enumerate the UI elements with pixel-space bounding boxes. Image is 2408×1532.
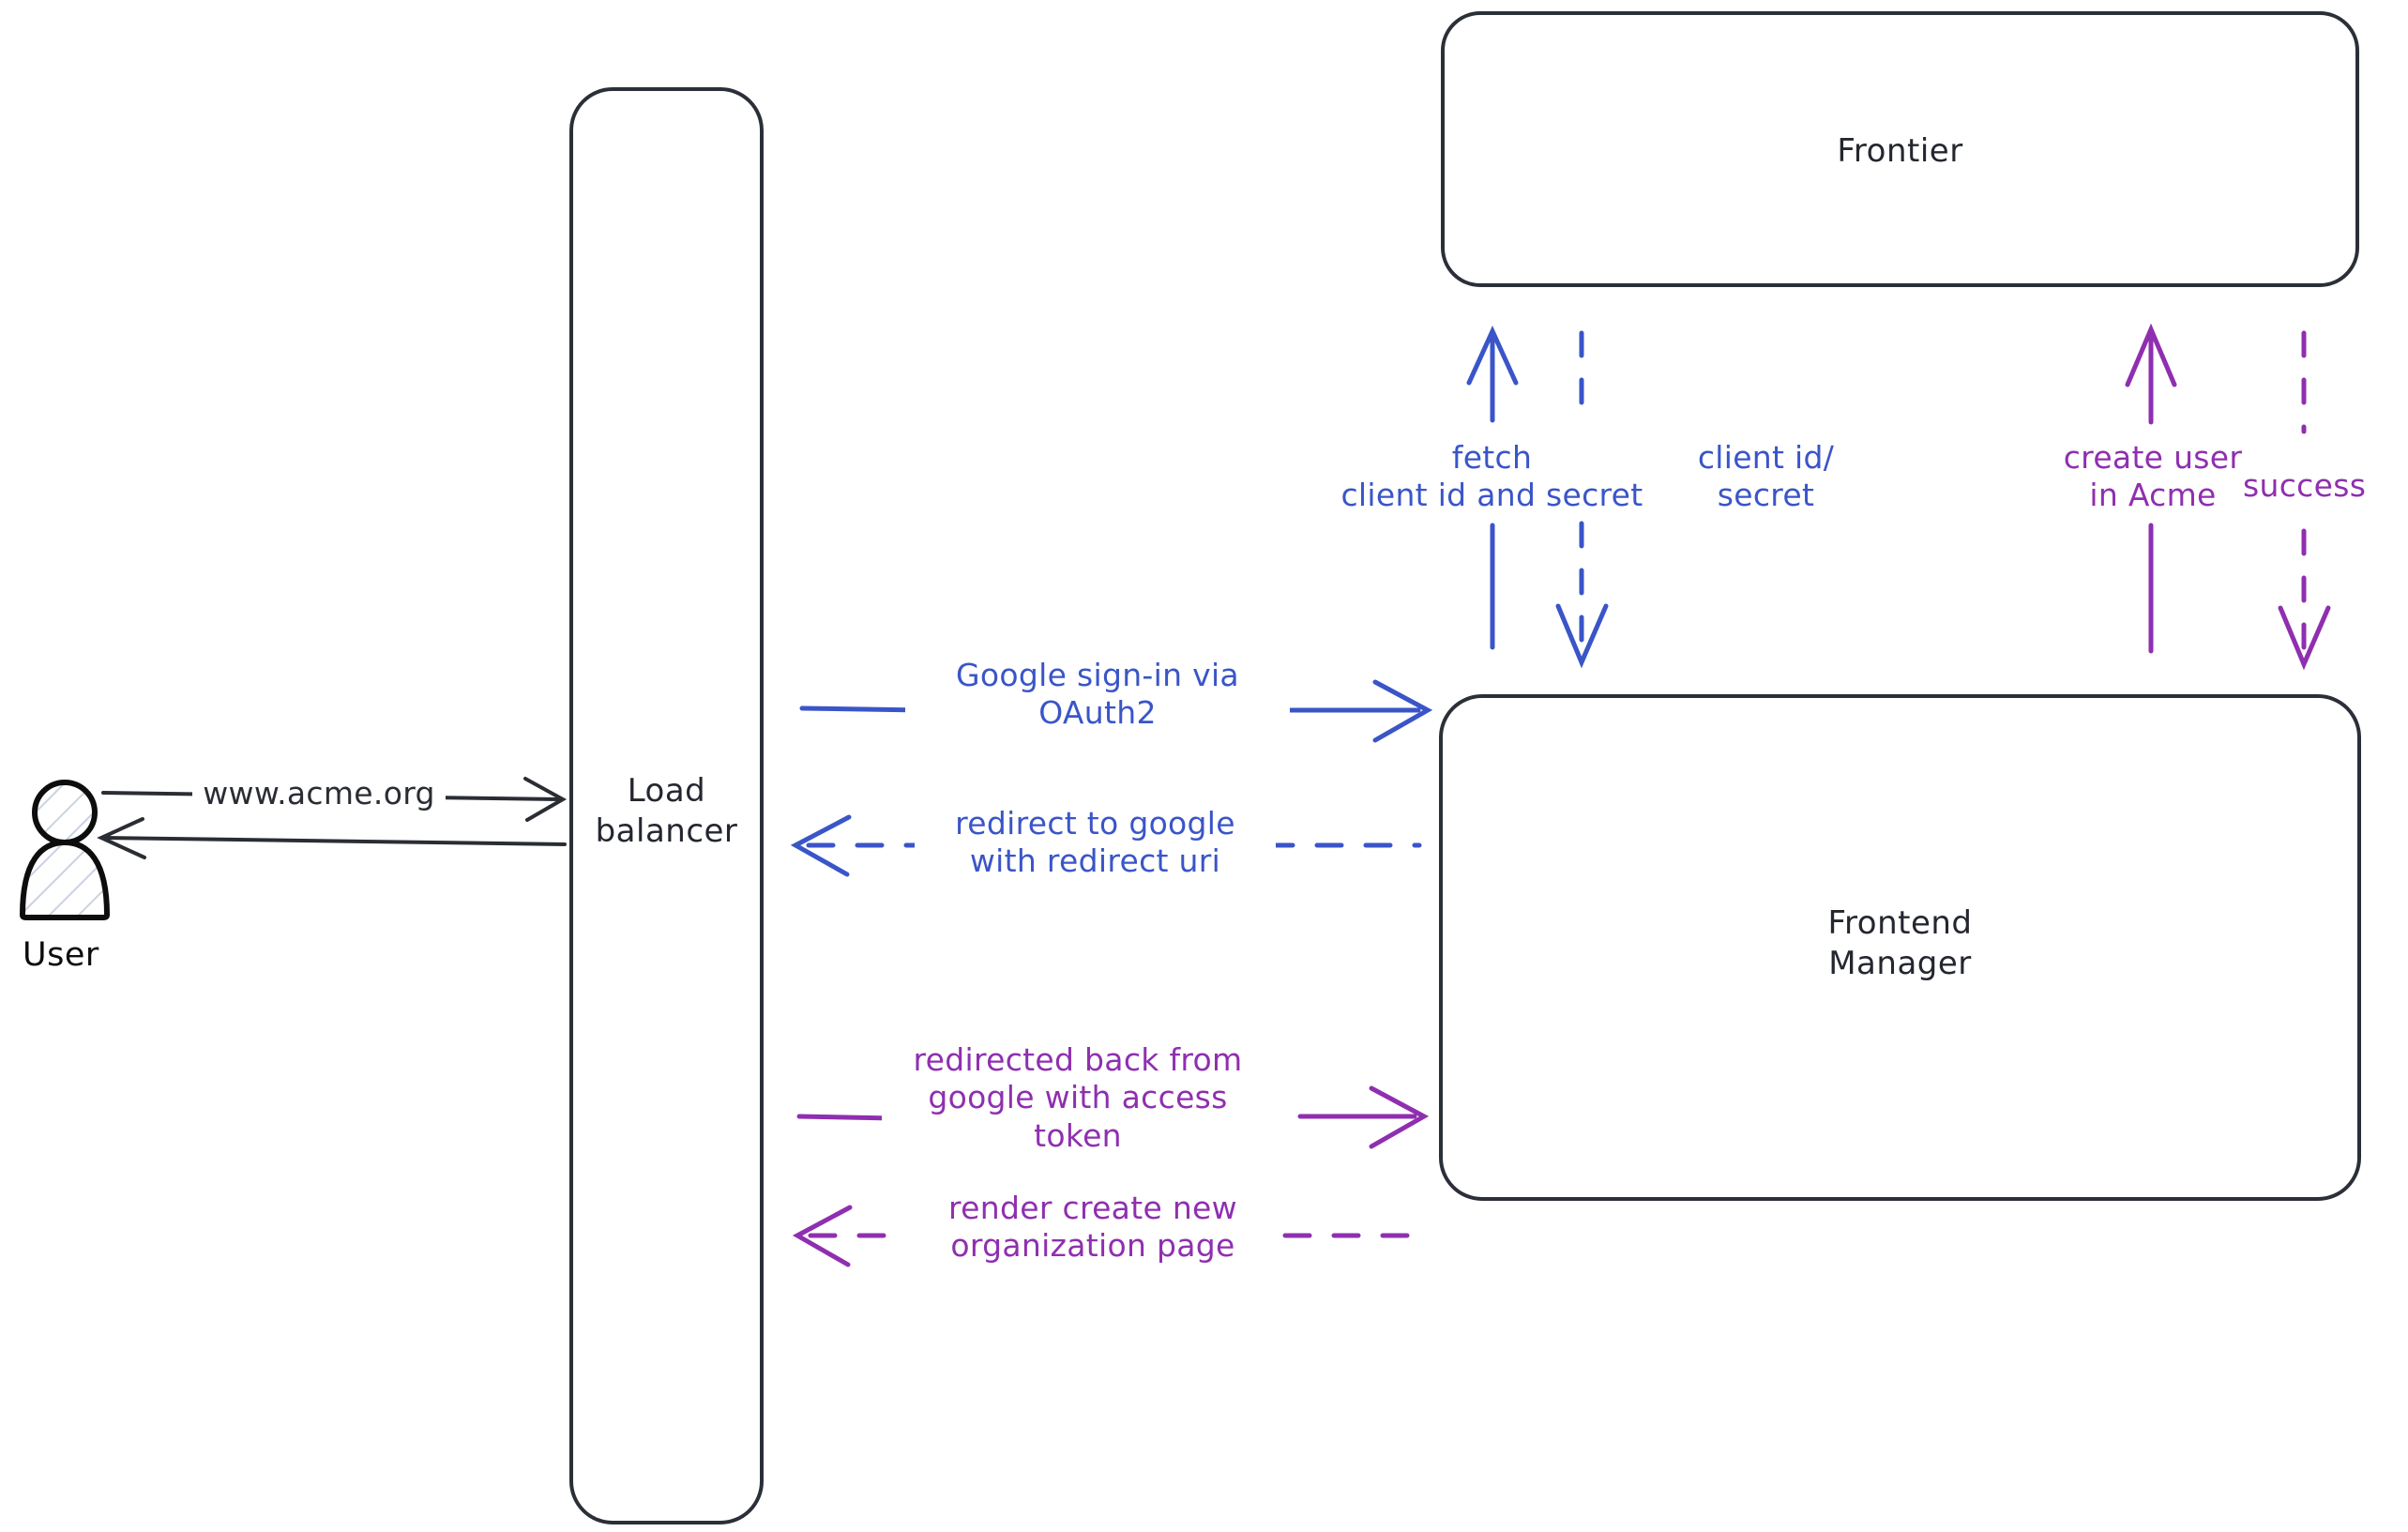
- edge-redirected-back-token: [796, 1085, 1430, 1149]
- edge-label-redirect-to-google: redirect to google with redirect uri: [915, 805, 1276, 881]
- node-load-balancer[interactable]: [569, 87, 764, 1524]
- edge-success: [2278, 330, 2331, 671]
- edge-label-client-id-secret: client id/ secret: [1697, 439, 1835, 514]
- user-actor-label: User: [23, 936, 99, 974]
- node-frontend-manager[interactable]: [1439, 694, 2361, 1201]
- edge-fetch-client-secret: [1466, 325, 1519, 650]
- edge-client-id-secret: [1555, 330, 1609, 669]
- node-frontier[interactable]: [1441, 11, 2359, 287]
- edge-label-google-signin: Google sign-in via OAuth2: [905, 657, 1290, 733]
- edge-label-render-create-org: render create new organization page: [905, 1190, 1280, 1266]
- edge-create-user-in-acme: [2125, 323, 2177, 654]
- edge-label-www-acme-org: www.acme.org: [192, 775, 446, 813]
- edge-label-create-user-in-acme: create user in Acme: [2063, 439, 2243, 514]
- edge-label-fetch-client-secret: fetch client id and secret: [1340, 439, 1643, 514]
- edge-label-success: success: [2243, 467, 2367, 504]
- edge-redirect-to-google: [790, 814, 1422, 877]
- person-icon: [20, 780, 110, 920]
- edge-google-signin: [799, 679, 1433, 743]
- edge-lb-to-user: [97, 817, 567, 859]
- edge-label-redirected-back-token: redirected back from google with access …: [882, 1041, 1274, 1155]
